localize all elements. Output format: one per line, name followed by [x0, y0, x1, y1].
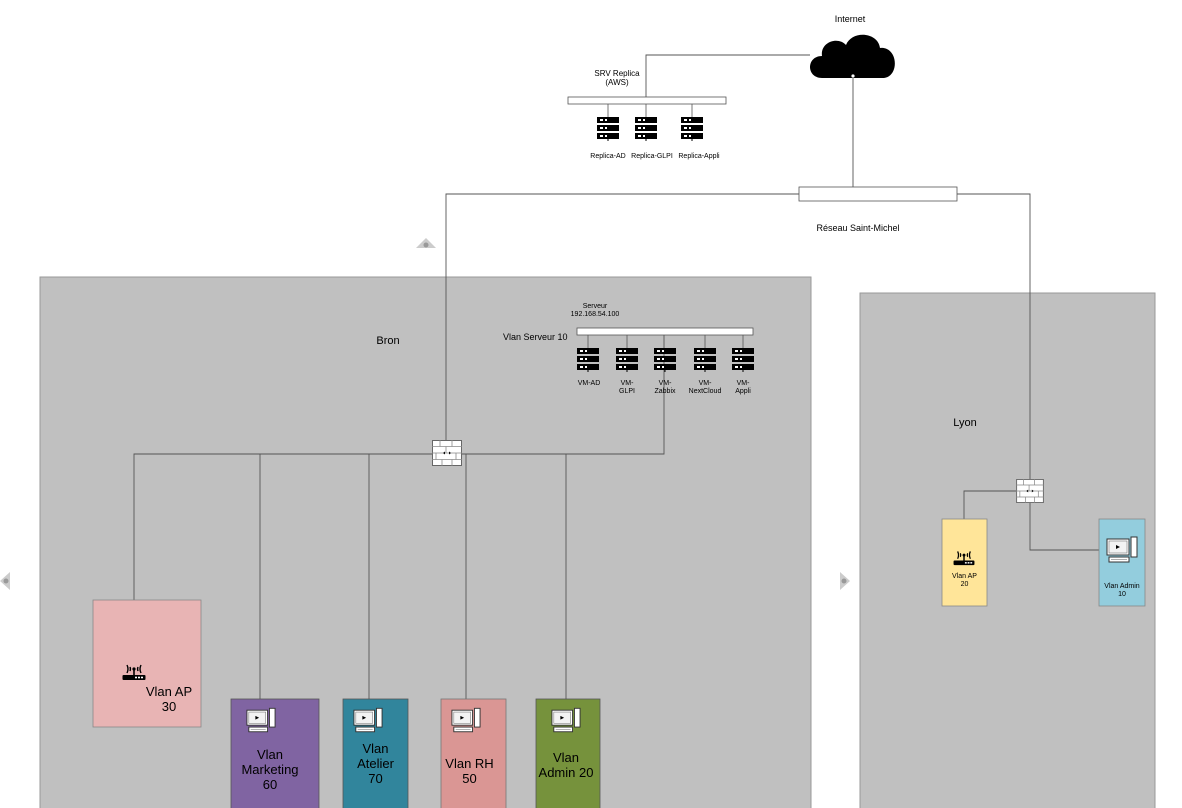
vm-label-nextcloud-line1: VM- — [698, 380, 712, 387]
vm-label-appli-line2: Appli — [735, 388, 751, 396]
backbone-label: Réseau Saint-Michel — [816, 223, 900, 233]
vm-label-zabbix-line1: VM- — [658, 380, 672, 387]
vm-label-nextcloud-line2: NextCloud — [688, 388, 722, 396]
vlan-box-ap-30[interactable] — [92, 599, 202, 728]
vlan-label-ap-30: Vlan AP 30 — [138, 684, 200, 715]
vm-label-nextcloud: VM- NextCloud — [685, 380, 725, 396]
vlan-label-marketing: Vlan Marketing 60 — [231, 747, 309, 793]
replica-title-line2: (AWS) — [605, 78, 629, 88]
vlan-label-lyon-ap-20-line2: 20 — [960, 581, 969, 589]
vlan-label-ap-30-line2: 30 — [161, 698, 177, 714]
vlan-label-atelier-line3: 70 — [368, 770, 383, 786]
server-group-line1: Serveur — [582, 303, 608, 310]
vlan-box-rh[interactable] — [440, 698, 507, 808]
vm-label-zabbix-line2: Zabbix — [654, 388, 676, 396]
vm-label-ad-line1: VM-AD — [577, 380, 601, 387]
replica-server-label-ad: Replica-AD — [590, 153, 626, 160]
server-group-line2: 192.168.54.100 — [570, 311, 620, 319]
replica-bus — [567, 96, 727, 105]
vm-label-glpi-line1: VM- — [620, 380, 634, 387]
vlan-label-admin-20-line2: Admin 20 — [538, 764, 594, 780]
server-icon-vm-zabbix — [654, 348, 676, 372]
vlan-label-ap-30-line1: Vlan AP — [145, 684, 193, 699]
cloud-icon — [810, 34, 895, 78]
server-icon-vm-nextcloud — [694, 348, 716, 372]
vlan-label-rh-line1: Vlan RH — [445, 756, 494, 771]
replica-server-label-glpi: Replica-GLPI — [631, 153, 673, 160]
server-icon-vm-ad — [577, 348, 599, 372]
vlan-label-lyon-ap-20-line1: Vlan AP — [952, 573, 977, 580]
vlan-label-admin-20-line1: Vlan — [552, 750, 580, 765]
replica-title: SRV Replica (AWS) — [585, 69, 649, 87]
server-icon-vm-appli — [732, 348, 754, 372]
connector-arrows — [0, 238, 850, 590]
vm-label-glpi: VM- GLPI — [611, 380, 643, 396]
server-icon-replica-ad — [597, 117, 619, 141]
vlan-label-admin-20: Vlan Admin 20 — [530, 750, 602, 781]
firewall-icon-lyon — [1016, 479, 1044, 503]
server-icon-replica-appli — [681, 117, 703, 141]
replica-server-label-appli: Replica-Appli — [678, 153, 720, 160]
vm-label-ad: VM-AD — [573, 380, 605, 388]
vlan-label-lyon-admin-10: Vlan Admin 10 — [1099, 583, 1145, 599]
vlan-label-rh-line2: 50 — [462, 770, 477, 786]
server-icon-replica-glpi — [635, 117, 657, 141]
vm-label-appli: VM- Appli — [727, 380, 759, 396]
vm-label-appli-line1: VM- — [736, 380, 750, 387]
cloud-connector — [851, 74, 855, 78]
firewall-icon-bron — [432, 440, 462, 466]
vlan-label-marketing-line2: Marketing — [241, 761, 299, 777]
internet-label: Internet — [834, 14, 866, 24]
vlan-label-atelier-line1: Vlan — [362, 741, 389, 756]
vlan-server-bus — [576, 327, 754, 336]
vlan-label-lyon-ap-20: Vlan AP 20 — [942, 573, 987, 589]
vm-label-zabbix: VM- Zabbix — [649, 380, 681, 396]
vlan-label-lyon-admin-10-line2: 10 — [1118, 591, 1126, 599]
site-label-lyon: Lyon — [953, 417, 977, 429]
vlan-box-lyon-admin-10[interactable] — [1098, 518, 1146, 607]
vlan-label-rh: Vlan RH 50 — [437, 756, 502, 787]
server-icon-vm-glpi — [616, 348, 638, 372]
site-label-bron: Bron — [376, 335, 400, 347]
backbone-bus — [798, 186, 958, 202]
vlan-label-atelier: Vlan Atelier 70 — [343, 741, 408, 787]
vm-label-glpi-line2: GLPI — [619, 388, 635, 396]
vlan-label-marketing-line1: Vlan — [256, 747, 284, 762]
vlan-label-lyon-admin-10-line1: Vlan Admin — [1104, 583, 1140, 590]
vlan-label-marketing-line3: 60 — [262, 776, 278, 792]
vlan-label-atelier-line2: Atelier — [357, 755, 394, 771]
server-group-label: Serveur 192.168.54.100 — [563, 303, 627, 319]
replica-title-line1: SRV Replica — [594, 69, 640, 78]
vlan-server-label: Vlan Serveur 10 — [503, 332, 568, 342]
